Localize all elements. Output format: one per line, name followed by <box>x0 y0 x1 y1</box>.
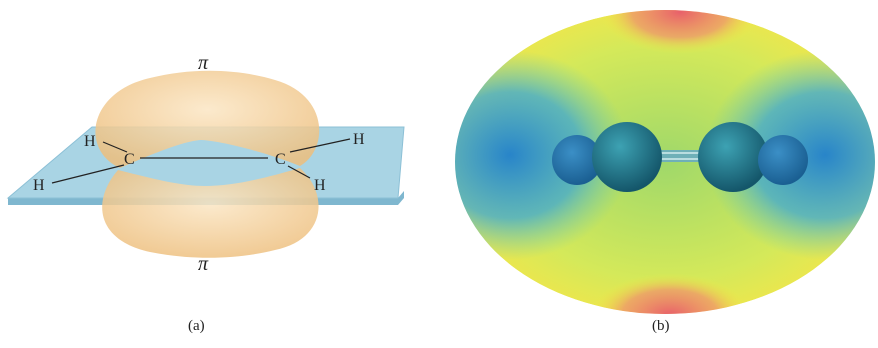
bond-c-h-upper-right <box>289 138 351 153</box>
bond-c-h-lower-left <box>51 164 125 184</box>
pi-bond-diagram: π π C C H H H H <box>6 52 405 275</box>
negative-region-top <box>600 10 760 54</box>
negative-region-bottom <box>590 273 750 314</box>
positive-region-right <box>705 50 875 260</box>
hydrogen-atom-left <box>552 135 602 185</box>
atom-carbon-left: C <box>124 151 135 168</box>
pi-orbital-bottom-lobe <box>102 168 319 258</box>
atom-h-upper-left: H <box>84 133 96 150</box>
carbon-atom-right <box>698 122 768 192</box>
atom-carbon-right: C <box>275 151 286 168</box>
hydrogen-atom-right <box>758 135 808 185</box>
atom-h-lower-left: H <box>33 177 45 194</box>
bond-c-h-lower-right <box>287 165 311 179</box>
positive-region-left <box>455 50 630 260</box>
atom-h-lower-right: H <box>314 177 326 194</box>
electrostatic-potential-map <box>455 10 875 314</box>
caption-b: (b) <box>652 318 670 334</box>
bond-c-h-upper-left <box>102 141 128 153</box>
atom-h-upper-right: H <box>353 131 365 148</box>
pi-label-bottom: π <box>198 253 209 275</box>
carbon-atom-left <box>592 122 662 192</box>
pi-orbital-top-lobe <box>95 70 320 168</box>
pi-label-top: π <box>198 52 209 74</box>
caption-a: (a) <box>188 318 205 334</box>
